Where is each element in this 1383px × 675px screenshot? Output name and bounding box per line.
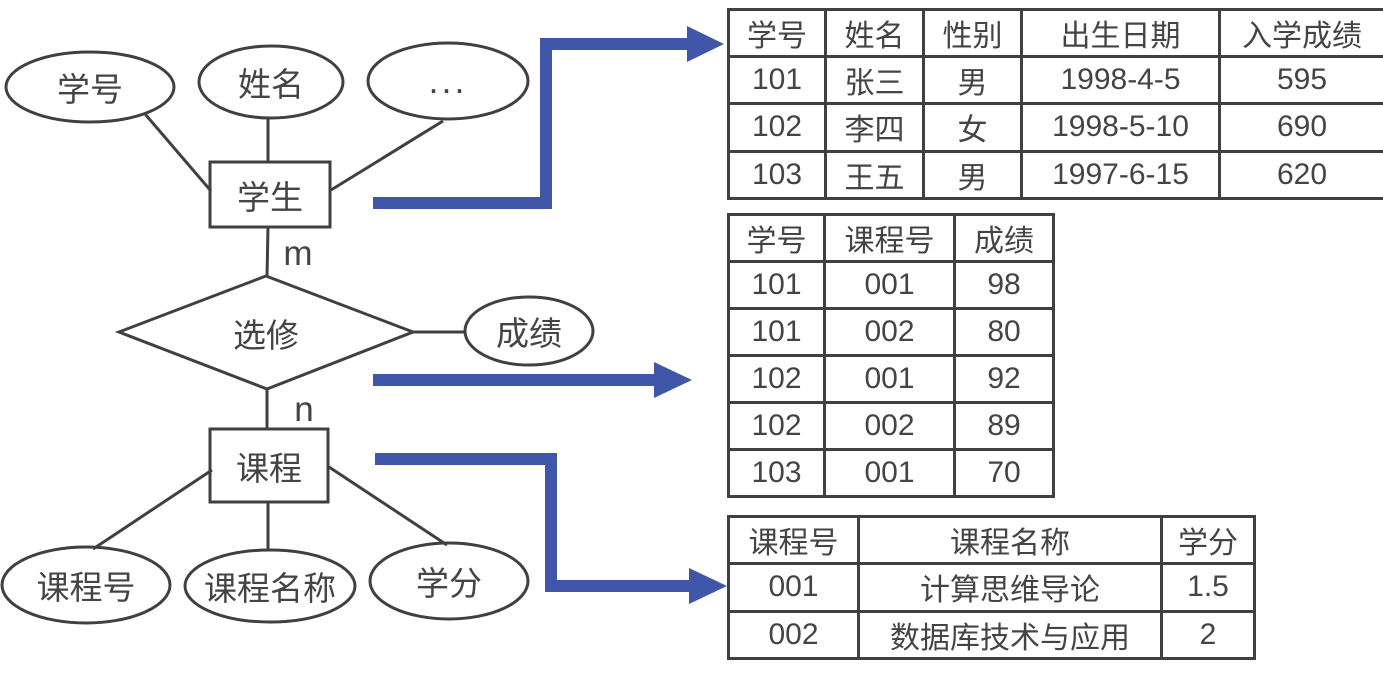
attribute-label-student-id: 学号	[57, 71, 123, 108]
column-header: 性别	[922, 8, 1023, 58]
arrowhead-course-table-icon	[689, 568, 727, 604]
attribute-ellipse-more	[366, 41, 530, 121]
connector-studentid-student	[143, 113, 213, 192]
table-header-row: 学号 课程号 成绩	[727, 213, 1055, 263]
cell: 92	[953, 354, 1055, 404]
table-row: 002 数据库技术与应用 2	[727, 609, 1256, 660]
cell: 女	[922, 102, 1023, 153]
arrow-course-to-table	[375, 453, 691, 592]
attribute-label-grade: 成绩	[496, 315, 562, 352]
cell: 002	[823, 401, 956, 451]
entity-rect-student	[208, 160, 332, 229]
arrow-student-to-table	[373, 38, 689, 209]
table-row: 102 001 92	[727, 354, 1055, 404]
cell: 70	[953, 448, 1055, 498]
cell: 1.5	[1160, 562, 1256, 613]
attribute-ellipse-student-id	[4, 50, 176, 124]
cell: 1997-6-15	[1020, 149, 1221, 201]
column-header: 姓名	[824, 8, 925, 58]
cell: 1998-4-5	[1020, 54, 1221, 106]
cell: 1998-5-10	[1020, 102, 1221, 153]
relationship-label-elective: 选修	[233, 316, 299, 354]
column-header: 学号	[727, 213, 826, 263]
entity-label-student: 学生	[237, 178, 303, 216]
cell: 002	[823, 307, 956, 357]
cell: 101	[727, 54, 827, 106]
cell: 102	[727, 102, 827, 153]
column-header: 课程号	[727, 515, 860, 565]
cell: 103	[727, 448, 826, 498]
cell: 2	[1160, 609, 1256, 660]
column-header: 学号	[727, 8, 827, 58]
attribute-ellipse-course-name	[183, 548, 357, 624]
course-table: 课程号 课程名称 学分 001 计算思维导论 1.5 002 数据库技术与应用 …	[727, 515, 1256, 660]
attribute-ellipse-name	[197, 44, 345, 120]
table-row: 101 张三 男 1998-4-5 595	[727, 54, 1383, 106]
table-header-row: 课程号 课程名称 学分	[727, 515, 1256, 565]
table-row: 102 002 89	[727, 401, 1055, 451]
entity-rect-course	[208, 427, 330, 504]
cell: 001	[823, 260, 956, 310]
column-header: 课程名称	[857, 515, 1163, 565]
cell: 王五	[824, 149, 925, 201]
attribute-label-more: ...	[428, 60, 468, 101]
cell: 男	[922, 149, 1023, 201]
cell: 102	[727, 401, 826, 451]
cell: 98	[953, 260, 1055, 310]
connector-course-courseid	[92, 468, 213, 551]
attribute-label-credit: 学分	[416, 565, 482, 602]
column-header: 成绩	[953, 213, 1055, 263]
connector-student-relationship	[265, 226, 270, 278]
cell: 李四	[824, 102, 925, 153]
cell: 89	[953, 401, 1055, 451]
attribute-label-name: 姓名	[238, 66, 304, 103]
cell: 101	[727, 307, 826, 357]
attribute-label-course-id: 课程号	[36, 569, 136, 606]
cell: 102	[727, 354, 826, 404]
arrowhead-student-table-icon	[687, 26, 724, 62]
cell: 001	[823, 448, 956, 498]
column-header: 学分	[1160, 515, 1256, 565]
table-row: 103 王五 男 1997-6-15 620	[727, 149, 1383, 201]
column-header: 课程号	[823, 213, 956, 263]
cell: 103	[727, 149, 827, 201]
cell: 男	[922, 54, 1023, 106]
table-row: 101 002 80	[727, 307, 1055, 357]
attribute-ellipse-credit	[368, 541, 530, 621]
cell: 690	[1218, 102, 1383, 153]
connector-course-credit	[328, 465, 448, 547]
table-header-row: 学号 姓名 性别 出生日期 入学成绩	[727, 8, 1383, 58]
connector-more-student	[330, 119, 444, 192]
table-row: 101 001 98	[727, 260, 1055, 310]
relationship-diamond-elective	[114, 274, 418, 391]
attribute-label-course-name: 课程名称	[204, 570, 336, 607]
entity-label-course: 课程	[236, 449, 302, 487]
cell: 计算思维导论	[857, 562, 1163, 613]
cardinality-label-m: m	[283, 234, 313, 273]
cell: 001	[823, 354, 956, 404]
cardinality-label-n: n	[294, 390, 314, 429]
arrowhead-elective-table-icon	[654, 362, 692, 398]
table-row: 001 计算思维导论 1.5	[727, 562, 1256, 613]
cell: 101	[727, 260, 826, 310]
column-header: 出生日期	[1020, 8, 1221, 58]
attribute-ellipse-grade	[463, 295, 595, 367]
cell: 数据库技术与应用	[857, 609, 1163, 660]
cell: 001	[727, 562, 860, 613]
cell: 595	[1218, 54, 1383, 106]
cell: 620	[1218, 149, 1383, 201]
attribute-ellipse-course-id	[0, 545, 172, 625]
student-table: 学号 姓名 性别 出生日期 入学成绩 101 张三 男 1998-4-5 595…	[727, 8, 1383, 201]
cell: 002	[727, 609, 860, 660]
enrollment-table: 学号 课程号 成绩 101 001 98 101 002 80 102 001 …	[727, 213, 1055, 498]
table-row: 102 李四 女 1998-5-10 690	[727, 102, 1383, 153]
table-row: 103 001 70	[727, 448, 1055, 498]
cell: 张三	[824, 54, 925, 106]
column-header: 入学成绩	[1218, 8, 1383, 58]
cell: 80	[953, 307, 1055, 357]
